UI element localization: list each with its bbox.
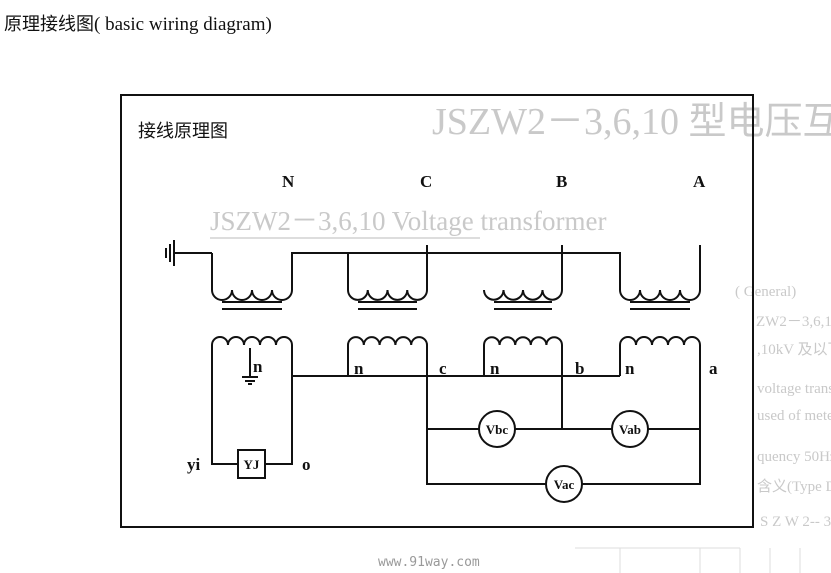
label-o: o <box>302 455 311 474</box>
bg-line4: used of metering electric energy, voltag… <box>757 408 831 424</box>
watermark: www.91way.com <box>378 555 480 570</box>
ground-icon <box>242 348 258 385</box>
page-header: 原理接线图( basic wiring diagram) <box>4 10 272 36</box>
transformer-3 <box>483 289 563 346</box>
bg-general: ( General) <box>735 284 796 300</box>
relay-yj-box <box>237 449 266 479</box>
voltmeter-vac: Vac <box>545 465 583 503</box>
transformer-coils <box>211 289 701 346</box>
header-title-en: ( basic wiring diagram) <box>94 14 272 35</box>
voltmeter-vab: Vab <box>611 410 649 448</box>
label-b: b <box>575 359 584 378</box>
bg-line7: S Z W 2-- 3,6,10 <box>760 514 831 530</box>
bg-line1: ZW2－3,6,10 型电压互感器为半封闭环氧树脂浇注结构，适用于额定频率 50… <box>756 313 831 330</box>
relay-yj-label: YJ <box>244 457 260 472</box>
bg-title-en: JSZW2－3,6,10 Voltage transformer <box>210 206 606 236</box>
label-n1: n <box>253 357 263 376</box>
bg-line6: 含义(Type Designation) <box>757 478 831 495</box>
label-n3: n <box>490 359 500 378</box>
label-yi: yi <box>187 455 201 474</box>
ground-icon <box>165 240 212 266</box>
bg-line3: voltage transformer of the type JSZW2－3,… <box>757 381 831 397</box>
bg-line2: ,10kV 及以下中性点非有效接地系统中，作电能计量、电压监控和继电保护用。 <box>757 341 831 358</box>
bg-line5: quency 50Hz or 60Hz and rated voltage 3,… <box>757 449 831 465</box>
label-n2: n <box>354 359 364 378</box>
diagram-frame <box>120 94 754 528</box>
secondary-wiring <box>211 345 701 485</box>
bg-title-cn: JSZW2－3,6,10 型电压互感器 <box>432 101 831 143</box>
phase-label-b: B <box>556 172 567 191</box>
diagram-title: 接线原理图 <box>138 121 228 142</box>
phase-label-a: A <box>693 172 706 191</box>
header-title-cn: 原理接线图 <box>4 14 94 35</box>
phase-label-n: N <box>282 172 295 191</box>
phase-label-c: C <box>420 172 432 191</box>
vac-label: Vac <box>554 477 575 492</box>
label-c: c <box>439 359 447 378</box>
transformer-1 <box>211 289 293 346</box>
vbc-label: Vbc <box>486 422 509 437</box>
vab-label: Vab <box>619 422 641 437</box>
transformer-4 <box>619 289 701 346</box>
transformer-2 <box>347 289 428 346</box>
background-document-text: JSZW2－3,6,10 型电压互感器 JSZW2－3,6,10 Voltage… <box>210 101 831 573</box>
label-a: a <box>709 359 718 378</box>
label-n4: n <box>625 359 635 378</box>
voltmeter-vbc: Vbc <box>478 410 516 448</box>
primary-wiring <box>211 245 701 290</box>
